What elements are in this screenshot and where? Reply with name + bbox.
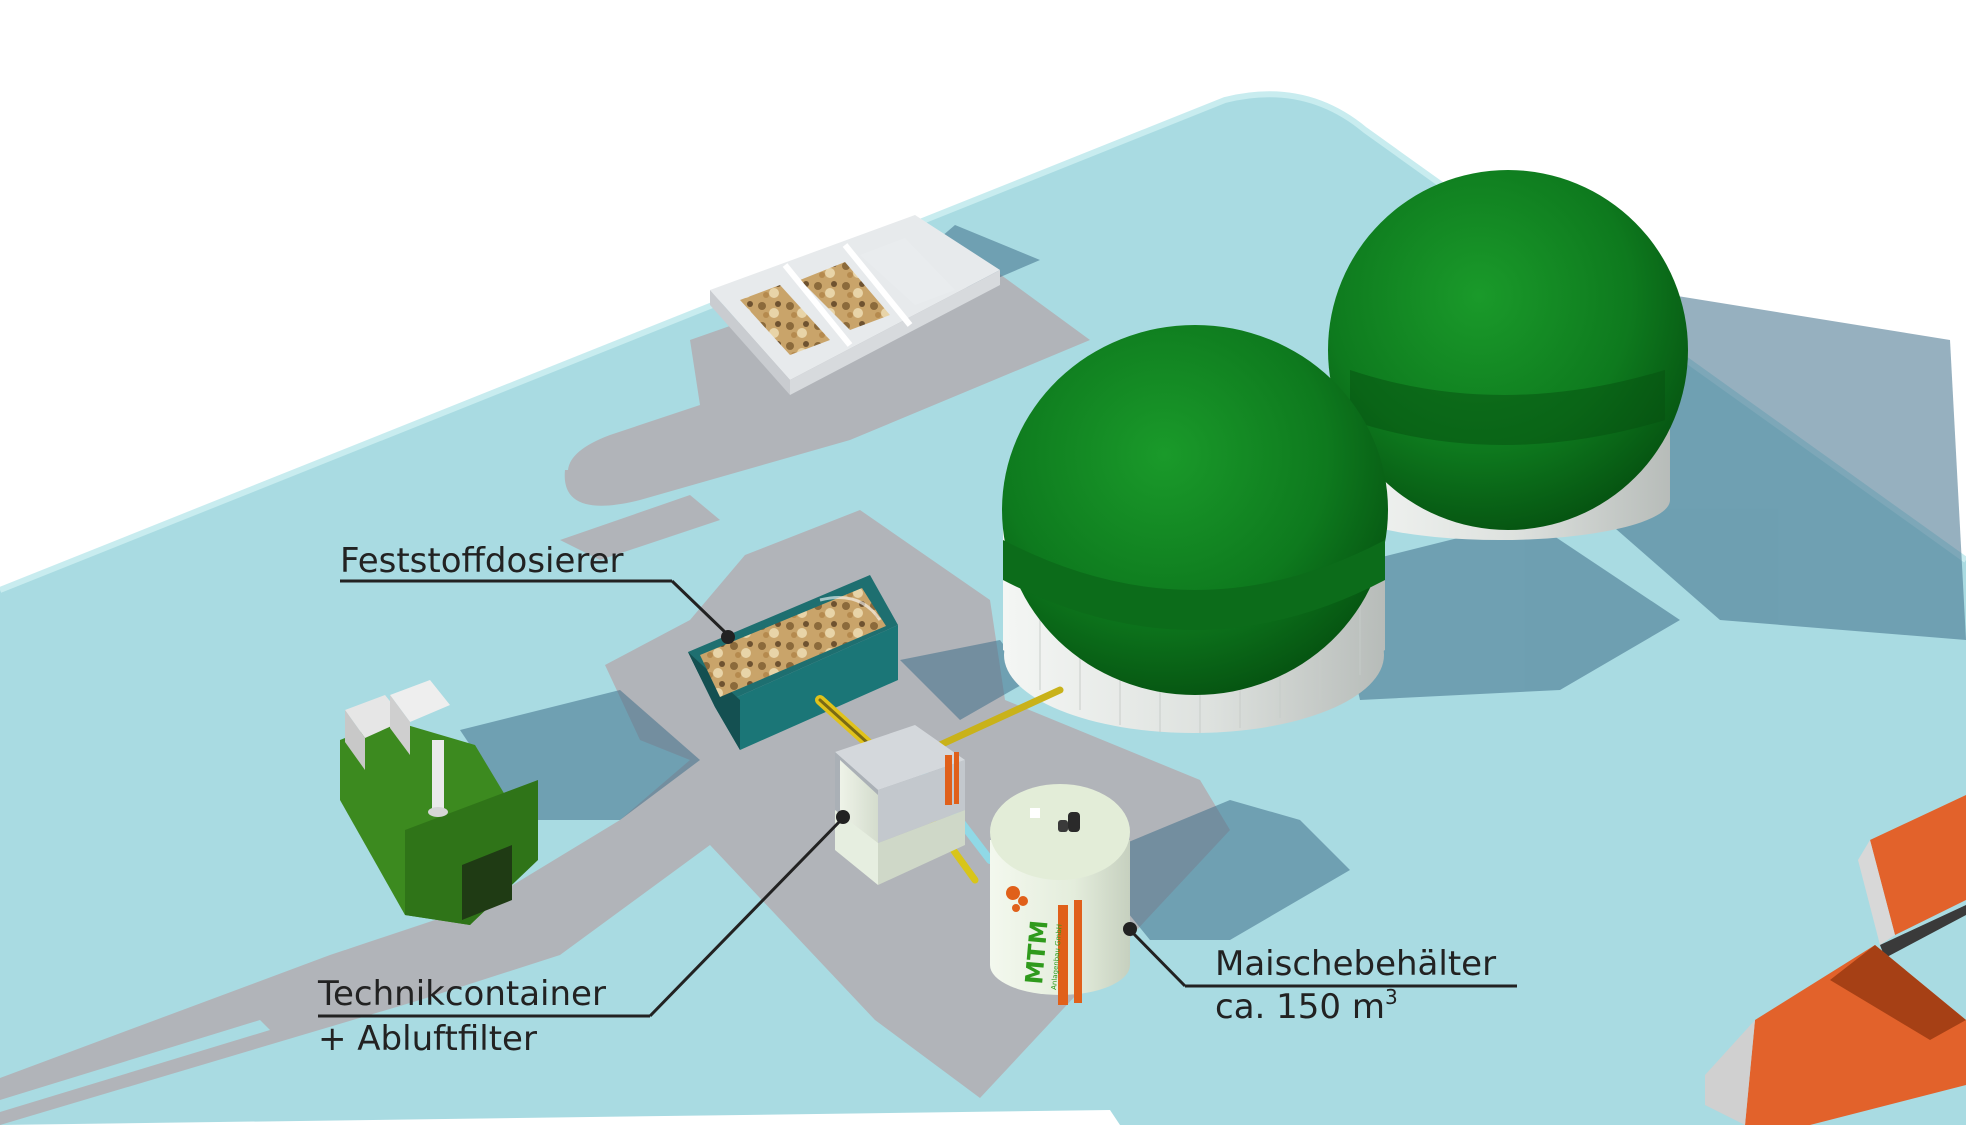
callout-dot-icon [1123,922,1137,936]
callout-dot-icon [836,810,850,824]
label-feeder: Feststoffdosierer [340,541,624,581]
callout-dot-icon [721,630,735,644]
digester-back [1328,170,1688,540]
mash-tank: MTM Anlagenbau GmbH [990,784,1130,1005]
tank-logo-brand: MTM [1020,919,1053,985]
callout-feeder: Feststoffdosierer [340,541,735,644]
callout-mash-tank: Maischebehälter ca. 150 m3 [1123,922,1517,1027]
label-container-line2: + Abluftfilter [318,1019,537,1059]
solids-feeder [688,575,898,750]
farm-buildings [1705,795,1966,1125]
site-ground-edge [0,91,1966,593]
label-mash-tank-line1: Maischebehälter [1215,944,1496,984]
label-mash-tank-line2: ca. 150 m3 [1215,985,1398,1027]
technical-container [835,725,965,885]
substrate-bunker [710,215,1000,395]
digester-front [1002,325,1388,733]
chp-unit [340,680,538,925]
callout-container: Technikcontainer + Abluftfilter [317,810,850,1059]
label-container-line1: Technikcontainer [317,974,606,1014]
